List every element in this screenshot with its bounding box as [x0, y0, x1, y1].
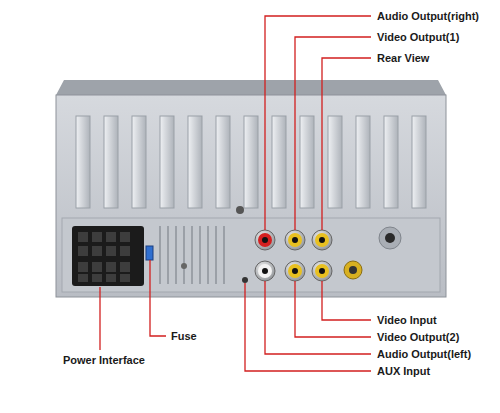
callout-label: Video Output(2) [376, 331, 460, 344]
aux-hole [242, 277, 248, 283]
callout-label: AUX Input [376, 365, 431, 378]
lower-panel [62, 218, 440, 292]
rca-jacks [255, 230, 332, 281]
screw-hole [236, 206, 244, 214]
antenna-hole [385, 233, 395, 243]
callout-label: Video Output(1) [376, 31, 460, 44]
vent-slots [160, 226, 224, 284]
antenna-socket [379, 227, 401, 249]
screw [181, 263, 187, 269]
power-connector [72, 226, 144, 286]
jack-hole [349, 266, 357, 274]
callout-label: Rear View [376, 52, 430, 65]
callout-label: Video Input [376, 314, 438, 327]
callout-label: Audio Output(left) [376, 348, 472, 361]
fuse [146, 246, 153, 260]
callout-label: Fuse [170, 330, 198, 343]
callout-label: Power Interface [62, 354, 146, 367]
rear-panel [56, 95, 446, 297]
cooling-fins [76, 116, 426, 208]
yellow-jack [344, 261, 362, 279]
leader-lines [100, 16, 371, 371]
callout-label: Audio Output(right) [376, 10, 480, 23]
top-face [56, 80, 446, 95]
